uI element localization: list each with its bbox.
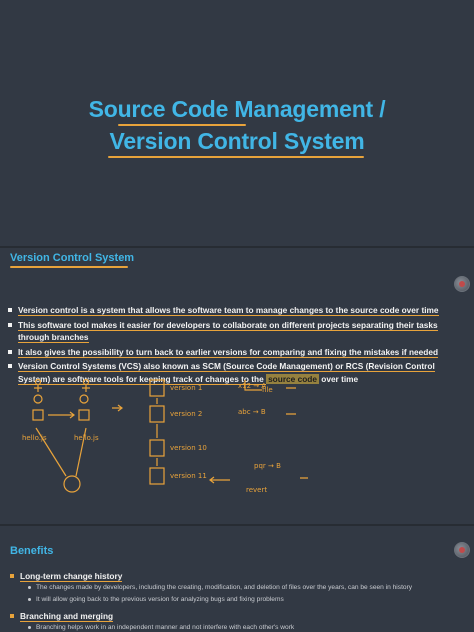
arrow-right-1 [48, 411, 75, 419]
vcs-heading-underline [10, 266, 128, 268]
benefit-label-1: Long-term change history [20, 571, 123, 582]
hand-drawn-sketch: file hello.js hello.js version 1 version… [22, 378, 308, 494]
revert-arrow [209, 476, 230, 484]
benefit-label-2: Branching and merging [20, 611, 114, 622]
revert-note: revert [246, 486, 267, 494]
vcs-slide [0, 248, 474, 524]
title-underline-2 [108, 156, 364, 158]
person-icon-2-body [82, 385, 90, 392]
version-file-2 [149, 405, 165, 423]
slide-nav-icon-2[interactable] [454, 542, 470, 558]
vcs-bullet-1: Version control is a system that allows … [6, 304, 466, 317]
vcs-bullet-2: This software tool makes it easier for d… [6, 319, 466, 344]
change-2: abc → B [238, 408, 266, 416]
benefit-detail-1b: It will allow going back to the previous… [28, 596, 466, 603]
vcs-bullet-4: Version Control Systems (VCS) also known… [6, 360, 466, 385]
benefit-bullet-2 [10, 614, 14, 618]
title-underline-1 [118, 124, 246, 126]
file-arrow [244, 380, 262, 391]
version-label-11: version 11 [170, 472, 207, 480]
branch-line-1 [35, 427, 67, 477]
arrow-right-2 [112, 404, 123, 412]
vcs-bullet-3: It also gives the possibility to turn ba… [6, 346, 466, 359]
slide-title-line2: Version Control System [109, 128, 365, 154]
file-box-2 [78, 409, 90, 421]
version-file-1 [149, 379, 165, 397]
slide-title-line1: Source Code Management / [88, 96, 386, 122]
merge-node [63, 475, 81, 493]
change-dashes [286, 387, 308, 479]
node-label-1: hello.js [22, 434, 47, 442]
person-icon-1 [34, 378, 42, 386]
slide-nav-icon[interactable] [454, 276, 470, 292]
version-label-1: version 1 [170, 384, 202, 392]
benefits-heading: Benefits [10, 545, 54, 557]
benefit-detail-2a: Branching helps work in an independent m… [28, 624, 466, 631]
change-1: x12 → A [238, 382, 266, 390]
slide-separator-2 [0, 524, 474, 526]
person-icon-2 [82, 378, 90, 386]
highlighted-source-code: source code [266, 373, 319, 384]
file-box-1 [32, 409, 44, 421]
person-icon-1-body [34, 385, 42, 392]
vcs-bullet-list: Version control is a system that allows … [6, 304, 466, 387]
benefit-bullet-1 [10, 574, 14, 578]
version-file-10 [149, 439, 165, 457]
node-label-2: hello.js [74, 434, 99, 442]
slide-separator [0, 246, 474, 248]
vcs-heading: Version Control System [10, 252, 135, 264]
branch-line-2 [75, 427, 87, 477]
title-slide: Source Code Management / Version Control… [0, 0, 474, 246]
version-file-11 [149, 467, 165, 485]
node-a [33, 394, 43, 404]
version-label-2: version 2 [170, 410, 202, 418]
benefit-detail-1a: The changes made by developers, includin… [28, 584, 466, 591]
benefits-slide [0, 526, 474, 632]
node-b [79, 394, 89, 404]
version-label-10: version 10 [170, 444, 207, 452]
change-3: pqr → B [254, 462, 281, 470]
file-note: file [262, 386, 273, 394]
